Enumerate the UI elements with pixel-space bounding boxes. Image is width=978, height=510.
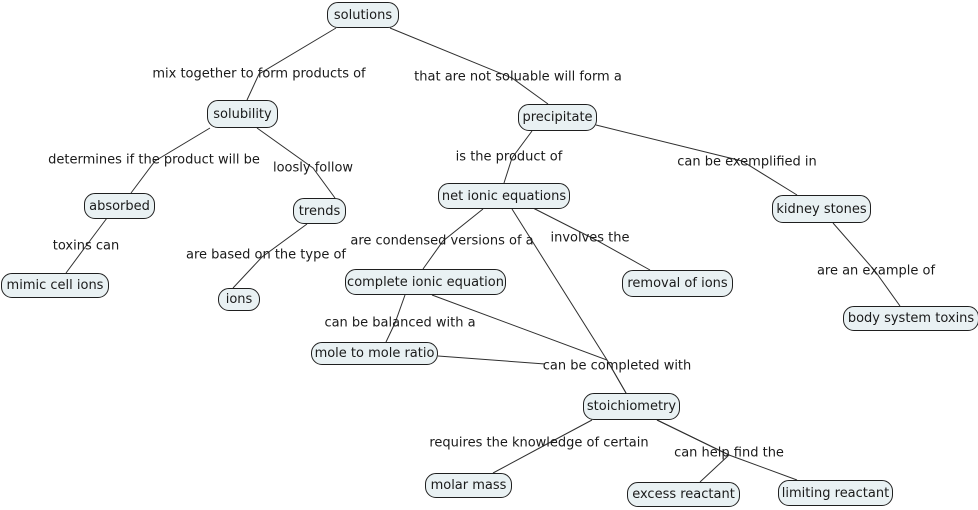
link-label-determines-if[interactable]: determines if the product will be <box>48 152 260 168</box>
link-label-requires-knowledge[interactable]: requires the knowledge of certain <box>429 435 649 451</box>
edge-line-stoichiometry-to-limiting-reactant <box>656 419 798 481</box>
edge-line-trends-to-ions <box>232 223 308 289</box>
concept-node-trends[interactable]: trends <box>293 198 346 224</box>
concept-node-stoichiometry[interactable]: stoichiometry <box>583 393 680 420</box>
concept-node-precipitate[interactable]: precipitate <box>518 104 597 131</box>
link-label-can-be-balanced[interactable]: can be balanced with a <box>324 315 476 331</box>
edge-line-net-ionic-equations-to-removal-of-ions <box>532 207 651 271</box>
link-label-are-based-on[interactable]: are based on the type of <box>185 247 347 263</box>
edge-line-solubility-to-trends <box>256 127 336 199</box>
link-label-can-be-exemplified[interactable]: can be exemplified in <box>677 154 817 170</box>
edge-line-solubility-to-absorbed <box>130 127 211 194</box>
edge-line-precipitate-to-kidney-stones <box>595 124 798 196</box>
concept-node-kidney-stones[interactable]: kidney stones <box>772 195 871 223</box>
edge-line-absorbed-to-mimic-cell-ions <box>65 217 108 274</box>
concept-node-mimic-cell-ions[interactable]: mimic cell ions <box>1 273 109 298</box>
edge-line-precipitate-to-net-ionic-equations <box>503 130 533 184</box>
concept-node-body-system-toxins[interactable]: body system toxins <box>843 306 978 331</box>
link-label-toxins-can[interactable]: toxins can <box>52 238 120 254</box>
edge-line-kidney-stones-to-body-system-toxins <box>832 222 901 307</box>
concept-node-ions[interactable]: ions <box>218 288 260 311</box>
link-label-are-an-example-of[interactable]: are an example of <box>816 263 936 279</box>
concept-node-absorbed[interactable]: absorbed <box>84 193 155 219</box>
link-label-mix-together[interactable]: mix together to form products of <box>152 66 366 82</box>
concept-node-molar-mass[interactable]: molar mass <box>425 473 512 498</box>
edge-line-net-ionic-equations-to-complete-ionic-equation <box>422 208 484 270</box>
concept-node-removal-of-ions[interactable]: removal of ions <box>622 270 733 297</box>
link-label-not-soluable[interactable]: that are not soluable will form a <box>414 69 622 85</box>
link-label-involves-the[interactable]: involves the <box>550 230 630 246</box>
edge-line-solutions-to-solubility <box>246 27 337 101</box>
concept-node-solutions[interactable]: solutions <box>327 2 399 28</box>
edge-line-solutions-to-precipitate <box>389 27 549 105</box>
concept-node-excess-reactant[interactable]: excess reactant <box>627 482 740 507</box>
concept-node-limiting-reactant[interactable]: limiting reactant <box>778 480 893 506</box>
concept-node-mole-to-mole-ratio[interactable]: mole to mole ratio <box>311 342 438 365</box>
edge-line-stoichiometry-to-molar-mass <box>492 419 593 474</box>
link-label-is-the-product-of[interactable]: is the product of <box>455 149 563 165</box>
link-label-can-be-completed[interactable]: can be completed with <box>542 358 692 374</box>
concept-node-complete-ionic-equation[interactable]: complete ionic equation <box>345 269 506 295</box>
link-label-are-condensed[interactable]: are condensed versions of a <box>350 233 534 249</box>
link-label-loosly-follow[interactable]: loosly follow <box>272 160 354 176</box>
concept-node-solubility[interactable]: solubility <box>207 100 278 128</box>
link-label-can-help-find-the[interactable]: can help find the <box>674 445 784 461</box>
edge-line-complete-ionic-equation-to-stoichiometry <box>431 294 627 394</box>
concept-node-net-ionic-equations[interactable]: net ionic equations <box>438 183 570 209</box>
edge-line-mole-to-mole-ratio-to-stoichiometry <box>437 355 546 365</box>
edge-line-complete-ionic-equation-to-mole-to-mole-ratio <box>385 294 406 343</box>
